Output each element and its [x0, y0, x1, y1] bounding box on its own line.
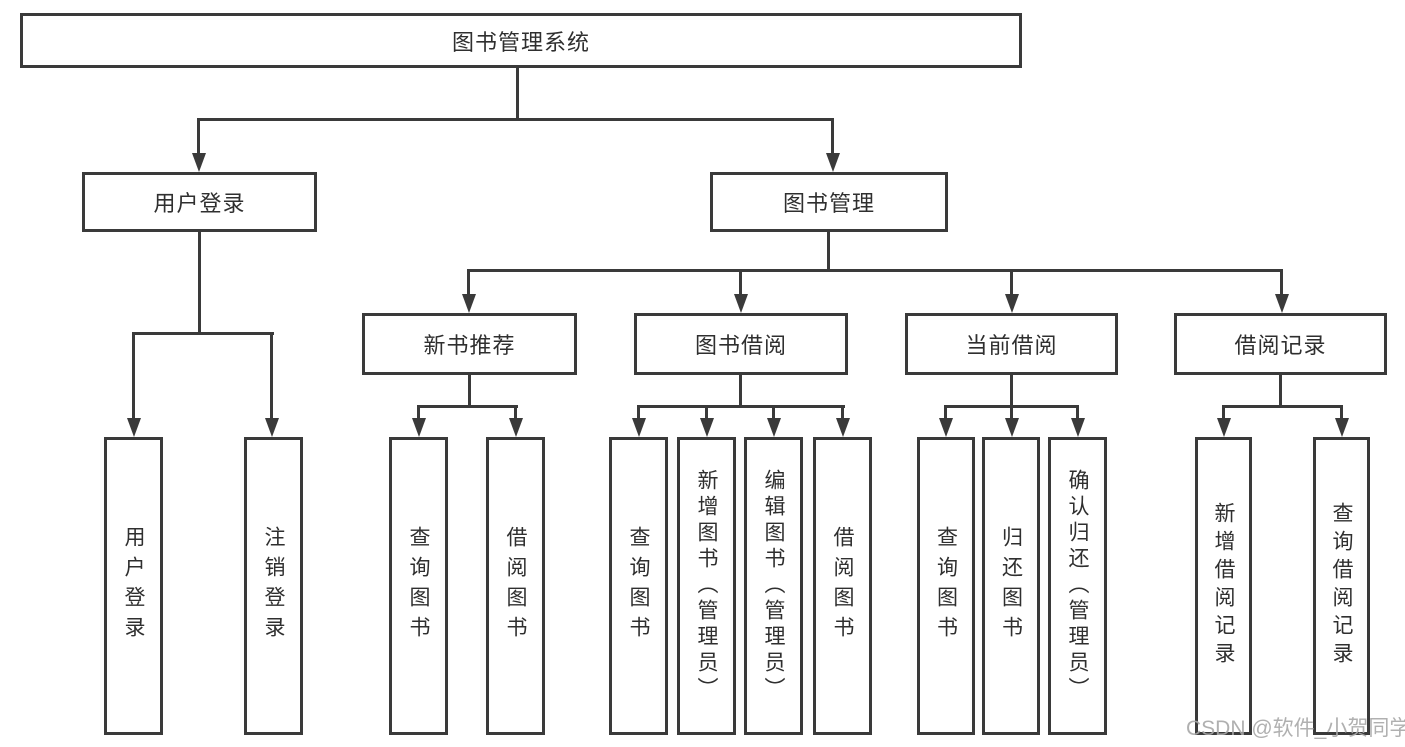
node-book-management: 图书管理 — [710, 172, 948, 232]
arrow-down-icon — [939, 418, 953, 437]
connector-hline — [637, 405, 845, 408]
arrow-down-icon — [767, 418, 781, 437]
arrow-down-icon — [462, 294, 476, 313]
node-label: 确认归还（管理员） — [1066, 469, 1089, 703]
node-current-borrow: 当前借阅 — [905, 313, 1118, 375]
node-label: 图书管理 — [782, 191, 875, 216]
leaf-return-book: 归还图书 — [982, 437, 1040, 735]
connector-vline — [1076, 405, 1079, 420]
connector-vline — [1279, 375, 1282, 408]
leaf-logout: 注销登录 — [244, 437, 303, 735]
arrow-down-icon — [632, 418, 646, 437]
connector-vline — [705, 405, 708, 420]
node-label: 当前借阅 — [965, 333, 1058, 358]
connector-vline — [831, 118, 834, 155]
node-label: 注销登录 — [262, 526, 285, 646]
node-label: 新增图书（管理员） — [695, 469, 718, 703]
node-label: 借阅记录 — [1234, 333, 1327, 358]
connector-vline — [197, 118, 200, 155]
connector-vline — [1222, 405, 1225, 420]
connector-vline — [132, 332, 135, 420]
leaf-query-borrow-record: 查询借阅记录 — [1313, 437, 1370, 735]
arrow-down-icon — [192, 153, 206, 172]
node-label: 查询图书 — [934, 526, 958, 646]
leaf-borrow-books-1: 借阅图书 — [486, 437, 545, 735]
node-label: 归还图书 — [999, 526, 1023, 646]
node-user-login: 用户登录 — [82, 172, 317, 232]
connector-vline — [198, 232, 201, 335]
connector-vline — [841, 405, 844, 420]
node-label: 用户登录 — [153, 191, 246, 216]
connector-vline — [739, 375, 742, 408]
leaf-borrow-books-2: 借阅图书 — [813, 437, 872, 735]
node-label: 新书推荐 — [423, 333, 516, 358]
leaf-add-book-admin: 新增图书（管理员） — [677, 437, 736, 735]
arrow-down-icon — [1005, 294, 1019, 313]
leaf-confirm-return-admin: 确认归还（管理员） — [1048, 437, 1107, 735]
connector-vline — [516, 68, 519, 120]
leaf-user-login: 用户登录 — [104, 437, 163, 735]
connector-hline — [417, 405, 518, 408]
connector-vline — [827, 232, 830, 272]
leaf-query-books-1: 查询图书 — [389, 437, 448, 735]
connector-vline — [944, 405, 947, 420]
connector-vline — [417, 405, 420, 420]
node-label: 查询图书 — [627, 526, 650, 646]
node-label: 编辑图书（管理员） — [762, 469, 785, 703]
node-new-book-recommend: 新书推荐 — [362, 313, 577, 375]
arrow-down-icon — [700, 418, 714, 437]
arrow-down-icon — [1275, 294, 1289, 313]
leaf-query-books-2: 查询图书 — [609, 437, 668, 735]
connector-vline — [467, 269, 470, 296]
node-label: 借阅图书 — [504, 526, 527, 646]
node-label: 借阅图书 — [831, 526, 854, 646]
node-label: 图书借阅 — [694, 333, 787, 358]
connector-vline — [270, 332, 273, 420]
node-label: 新增借阅记录 — [1212, 502, 1235, 670]
arrow-down-icon — [1217, 418, 1231, 437]
arrow-down-icon — [734, 294, 748, 313]
node-label: 图书管理系统 — [451, 29, 590, 55]
node-root: 图书管理系统 — [20, 13, 1022, 68]
watermark-text: CSDN @软件_小贺同学 — [1186, 717, 1405, 740]
connector-vline — [1010, 375, 1013, 408]
connector-vline — [1340, 405, 1343, 420]
leaf-query-books-3: 查询图书 — [917, 437, 975, 735]
leaf-add-borrow-record: 新增借阅记录 — [1195, 437, 1252, 735]
node-book-borrow: 图书借阅 — [634, 313, 848, 375]
arrow-down-icon — [1071, 418, 1085, 437]
leaf-edit-book-admin: 编辑图书（管理员） — [744, 437, 803, 735]
connector-vline — [468, 375, 471, 408]
arrow-down-icon — [127, 418, 141, 437]
connector-vline — [1010, 269, 1013, 296]
arrow-down-icon — [1005, 418, 1019, 437]
connector-vline — [1010, 405, 1013, 420]
connector-vline — [772, 405, 775, 420]
node-label: 查询图书 — [407, 526, 430, 646]
arrow-down-icon — [509, 418, 523, 437]
node-label: 用户登录 — [122, 526, 145, 646]
arrow-down-icon — [836, 418, 850, 437]
connector-hline — [1222, 405, 1343, 408]
arrow-down-icon — [1335, 418, 1349, 437]
arrow-down-icon — [265, 418, 279, 437]
connector-vline — [739, 269, 742, 296]
connector-hline — [197, 118, 834, 121]
connector-vline — [514, 405, 517, 420]
node-label: 查询借阅记录 — [1330, 502, 1353, 670]
connector-vline — [1280, 269, 1283, 296]
connector-hline — [132, 332, 274, 335]
arrow-down-icon — [826, 153, 840, 172]
node-borrow-records: 借阅记录 — [1174, 313, 1387, 375]
connector-hline — [467, 269, 1283, 272]
arrow-down-icon — [412, 418, 426, 437]
connector-vline — [637, 405, 640, 420]
